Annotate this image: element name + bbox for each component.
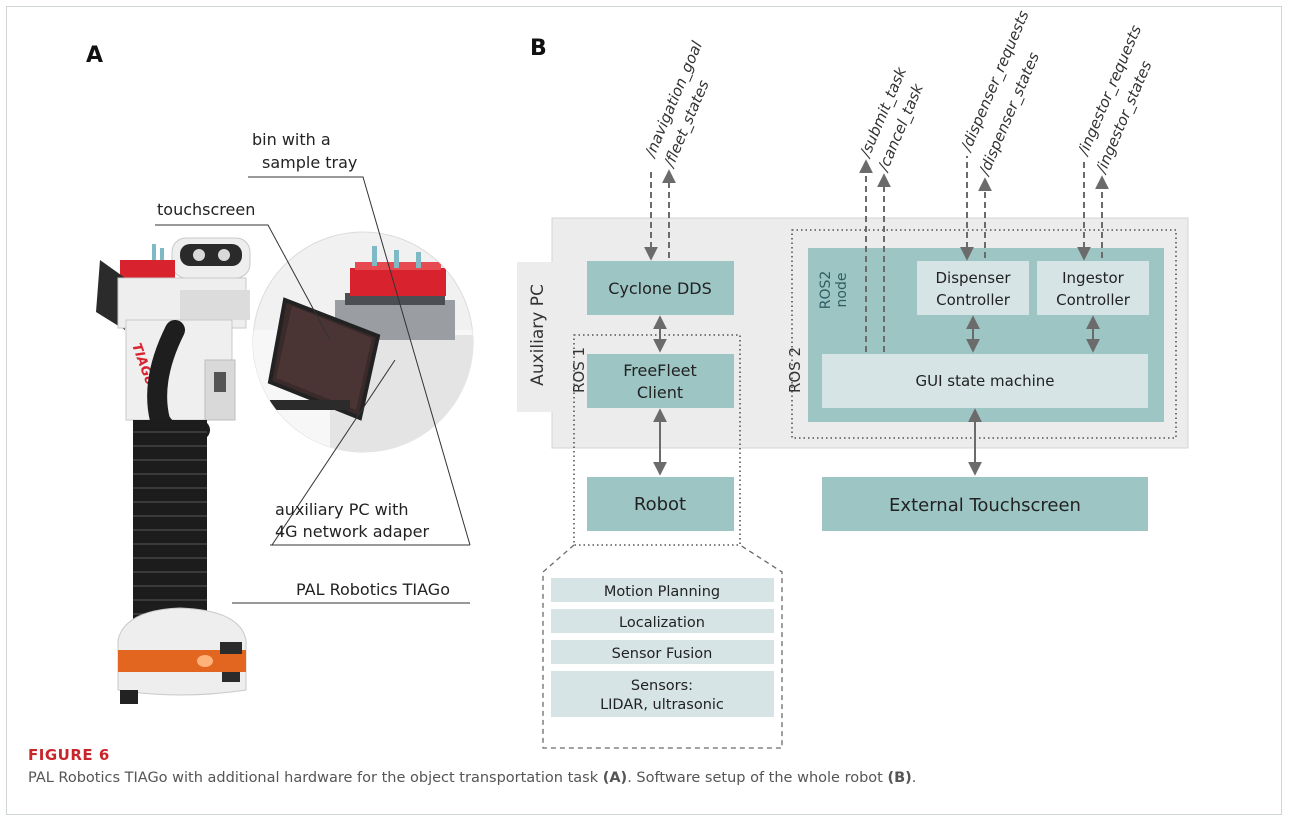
- freefleet-label-line2: Client: [637, 383, 683, 402]
- topic-arrows: [644, 156, 1109, 352]
- caption-text-part2: . Software setup of the whole robot: [627, 770, 888, 786]
- label-tiago: PAL Robotics TIAGo: [296, 580, 450, 599]
- figure-caption: FIGURE 6 PAL Robotics TIAGo with additio…: [28, 746, 1248, 786]
- robot-sample-tray: [120, 260, 175, 278]
- figure-caption-text: PAL Robotics TIAGo with additional hardw…: [28, 770, 1248, 786]
- freefleet-label-line1: FreeFleet: [623, 361, 697, 380]
- callout-line-touchscreen: [155, 224, 331, 341]
- robot-label: Robot: [634, 494, 686, 515]
- stack-sensor-fusion-label: Sensor Fusion: [612, 646, 713, 662]
- stack-motion-planning-label: Motion Planning: [604, 584, 720, 600]
- label-bin-line2: sample tray: [262, 153, 357, 172]
- dispenser-controller-box: [917, 261, 1029, 315]
- auxiliary-pc-tab: [517, 262, 555, 412]
- panel-label-a: A: [86, 43, 103, 68]
- gui-state-machine-box: [822, 354, 1148, 408]
- external-touchscreen-label: External Touchscreen: [889, 495, 1081, 516]
- callout-lines: [155, 176, 471, 604]
- caption-ref-b: (B): [887, 770, 912, 786]
- ros2-node-label-line1: ROS2: [818, 271, 834, 310]
- stack-sensors-label-line1: Sensors:: [631, 678, 693, 694]
- dispenser-label-line1: Dispenser: [936, 269, 1012, 287]
- caption-text-part3: .: [911, 770, 917, 786]
- stack-localization-label: Localization: [619, 615, 705, 631]
- robot-box: [587, 477, 734, 531]
- stack-localization: [551, 609, 774, 633]
- figure-number: FIGURE 6: [28, 746, 110, 764]
- ros1-region: [573, 334, 741, 546]
- ros1-label: ROS 1: [570, 347, 588, 393]
- caption-text-part1: PAL Robotics TIAGo with additional hardw…: [28, 770, 603, 786]
- external-touchscreen-box: [822, 477, 1148, 531]
- panel-label-b: B: [530, 36, 547, 61]
- robot-column: [133, 420, 207, 620]
- ingestor-controller-box: [1037, 261, 1149, 315]
- ingestor-label-line2: Controller: [1056, 291, 1131, 309]
- robot-led-ring: [118, 650, 246, 672]
- dispenser-label-line2: Controller: [936, 291, 1011, 309]
- stack-sensors: [551, 671, 774, 717]
- gui-state-machine-label: GUI state machine: [915, 372, 1054, 390]
- robot-illustration: TIAGo: [96, 231, 474, 704]
- stack-sensors-label-line2: LIDAR, ultrasonic: [600, 697, 724, 713]
- cyclone-dds-label: Cyclone DDS: [608, 279, 712, 298]
- label-aux-line2: 4G network adaper: [275, 522, 429, 541]
- ros2-node-label-line2: node: [834, 273, 850, 308]
- caption-ref-a: (A): [602, 770, 628, 786]
- ros2-region: [791, 229, 1177, 439]
- auxiliary-pc-label: Auxiliary PC: [528, 284, 548, 386]
- label-touchscreen: touchscreen: [157, 200, 255, 219]
- freefleet-client-box: [587, 354, 734, 408]
- callout-line-bin: [248, 176, 471, 546]
- cyclone-dds-box: [587, 261, 734, 315]
- stack-expansion-lines: [542, 544, 783, 749]
- ingestor-label-line1: Ingestor: [1062, 269, 1125, 287]
- ros2-label: ROS 2: [786, 347, 804, 393]
- stack-motion-planning: [551, 578, 774, 602]
- label-aux-line1: auxiliary PC with: [275, 500, 409, 519]
- label-bin-line1: bin with a: [252, 130, 331, 149]
- solid-arrows: [653, 315, 1100, 476]
- stack-sensor-fusion: [551, 640, 774, 664]
